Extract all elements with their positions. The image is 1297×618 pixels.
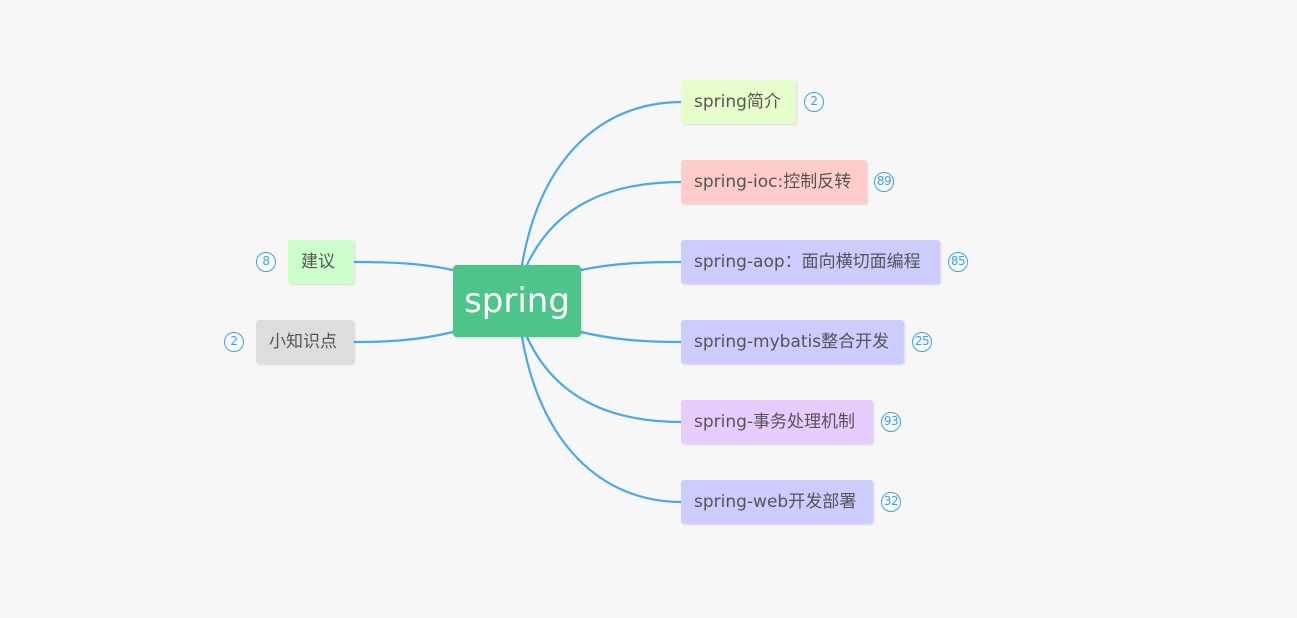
- topic-spring-mybatis[interactable]: spring-mybatis整合开发: [681, 320, 904, 364]
- topic-count-badge[interactable]: 89: [874, 172, 894, 192]
- topic-count-badge[interactable]: 25: [912, 332, 932, 352]
- connector-spring-intro: [520, 100, 683, 266]
- topic-spring-web[interactable]: spring-web开发部署: [681, 480, 873, 524]
- connector-spring-ioc: [526, 180, 683, 266]
- topic-spring-intro[interactable]: spring简介: [681, 80, 796, 124]
- topic-count-badge[interactable]: 2: [224, 332, 244, 352]
- topic-count-badge[interactable]: 2: [804, 92, 824, 112]
- topic-spring-ioc[interactable]: spring-ioc:控制反转: [681, 160, 867, 204]
- connector-spring-web: [520, 336, 683, 504]
- topic-tips[interactable]: 小知识点: [256, 320, 354, 364]
- connector-spring-aop: [580, 260, 683, 272]
- root-topic[interactable]: spring: [453, 265, 581, 337]
- topic-count-badge[interactable]: 8: [256, 252, 276, 272]
- connector-tips: [353, 330, 454, 344]
- topic-count-badge[interactable]: 93: [881, 412, 901, 432]
- connector-spring-transaction: [526, 336, 683, 424]
- topic-count-badge[interactable]: 32: [881, 492, 901, 512]
- topic-suggestion[interactable]: 建议: [288, 240, 354, 284]
- topic-spring-aop[interactable]: spring-aop：面向横切面编程: [681, 240, 940, 284]
- connector-spring-mybatis: [580, 330, 683, 344]
- topic-count-badge[interactable]: 85: [948, 252, 968, 272]
- topic-spring-transaction[interactable]: spring-事务处理机制: [681, 400, 873, 444]
- connector-suggestion: [353, 260, 454, 272]
